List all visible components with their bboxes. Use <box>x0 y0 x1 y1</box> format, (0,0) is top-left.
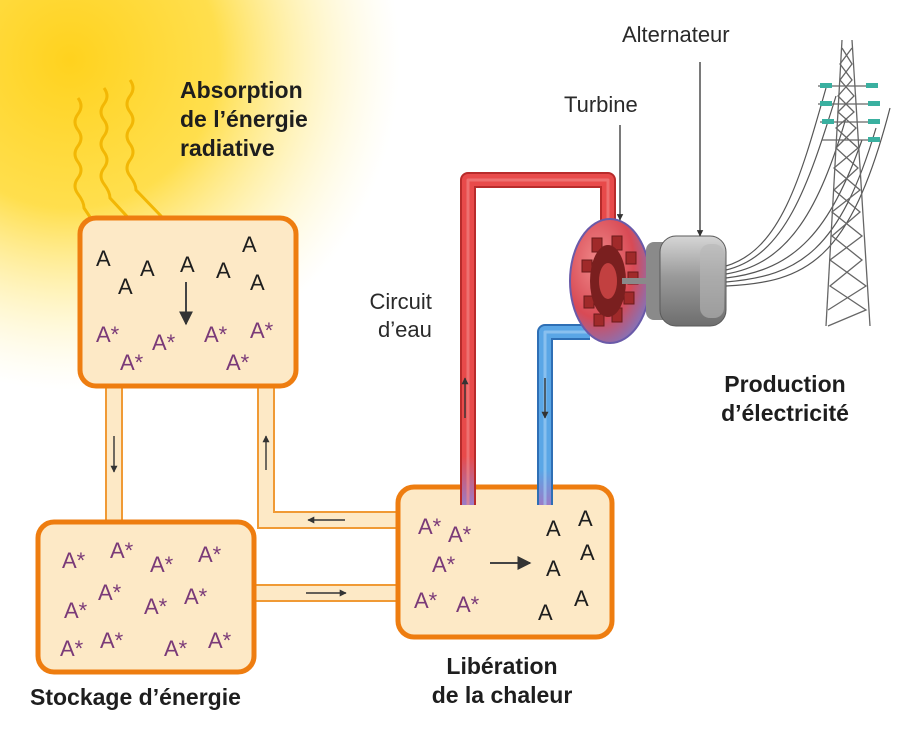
excited-molecule: A* <box>204 322 228 347</box>
absorption-label: Absorption de l’énergie radiative <box>180 76 308 162</box>
power-cables <box>725 87 891 287</box>
excited-molecule: A* <box>96 322 120 347</box>
turbine-icon <box>569 218 652 344</box>
excited-molecule: A* <box>120 350 144 375</box>
excited-molecule: A* <box>456 592 480 617</box>
absorption-label-line-2: de l’énergie <box>180 105 308 132</box>
electric-pylon-icon <box>818 39 880 327</box>
excited-molecule: A* <box>432 552 456 577</box>
storage-label: Stockage d’énergie <box>30 684 241 710</box>
pipe-release-to-absorption <box>257 385 401 529</box>
alternator-icon <box>646 235 727 327</box>
ground-molecule: A <box>580 540 595 565</box>
ground-molecule: A <box>118 274 133 299</box>
alternator-label: Alternateur <box>622 22 730 47</box>
radiation-ray-2 <box>99 87 160 252</box>
excited-molecule: A* <box>150 552 174 577</box>
excited-molecule: A* <box>110 538 134 563</box>
ground-molecule: A <box>96 246 111 271</box>
storage-molecules: A*A*A*A*A*A*A*A*A*A*A*A* <box>60 538 232 661</box>
ground-molecule: A <box>574 586 589 611</box>
turbine-label: Turbine <box>564 92 638 117</box>
ground-molecule: A <box>140 256 155 281</box>
release-label-line-1: Libération <box>446 653 558 679</box>
electricity-production-label: Production d’électricité <box>690 370 880 428</box>
ground-molecule: A <box>546 516 561 541</box>
storage-box <box>35 519 257 675</box>
water-circuit <box>460 172 616 505</box>
absorption-label-line-1: Absorption <box>180 77 303 103</box>
electricity-production-label-line-2: d’électricité <box>721 399 849 426</box>
excited-molecule: A* <box>62 548 86 573</box>
excited-molecule: A* <box>144 594 168 619</box>
water-circuit-label: Circuit d’eau <box>364 288 432 343</box>
ground-molecule: A <box>242 232 257 257</box>
callout-lines <box>616 62 704 237</box>
cold-water-pipe <box>537 324 590 505</box>
ground-molecule: A <box>538 600 553 625</box>
ground-molecule: A <box>578 506 593 531</box>
release-label-line-2: de la chaleur <box>431 681 573 708</box>
excited-molecule: A* <box>250 318 274 343</box>
radiation-rays <box>73 79 190 270</box>
excited-molecule: A* <box>152 330 176 355</box>
water-circuit-label-line-2: d’eau <box>378 316 432 342</box>
flow-arrows <box>110 435 347 597</box>
excited-molecule: A* <box>226 350 250 375</box>
ground-molecule: A <box>546 556 561 581</box>
excited-molecule: A* <box>208 628 232 653</box>
excited-molecule: A* <box>60 636 84 661</box>
radiation-ray-1 <box>73 97 126 270</box>
excited-molecule: A* <box>414 588 438 613</box>
release-label: Libération de la chaleur <box>402 652 602 710</box>
excited-molecule: A* <box>448 522 472 547</box>
excited-molecule: A* <box>100 628 124 653</box>
excited-molecule: A* <box>184 584 208 609</box>
ground-molecule: A <box>250 270 265 295</box>
excited-molecule: A* <box>64 598 88 623</box>
radiation-ray-3 <box>125 79 190 246</box>
excited-molecule: A* <box>164 636 188 661</box>
excited-molecule: A* <box>98 580 122 605</box>
electricity-production-label-line-1: Production <box>724 371 846 397</box>
ground-molecule: A <box>180 252 195 277</box>
excited-molecule: A* <box>198 542 222 567</box>
absorption-label-line-3: radiative <box>180 134 275 161</box>
ground-molecule: A <box>216 258 231 283</box>
excited-molecule: A* <box>418 514 442 539</box>
absorption-box <box>77 215 299 389</box>
water-circuit-label-line-1: Circuit <box>369 289 432 314</box>
